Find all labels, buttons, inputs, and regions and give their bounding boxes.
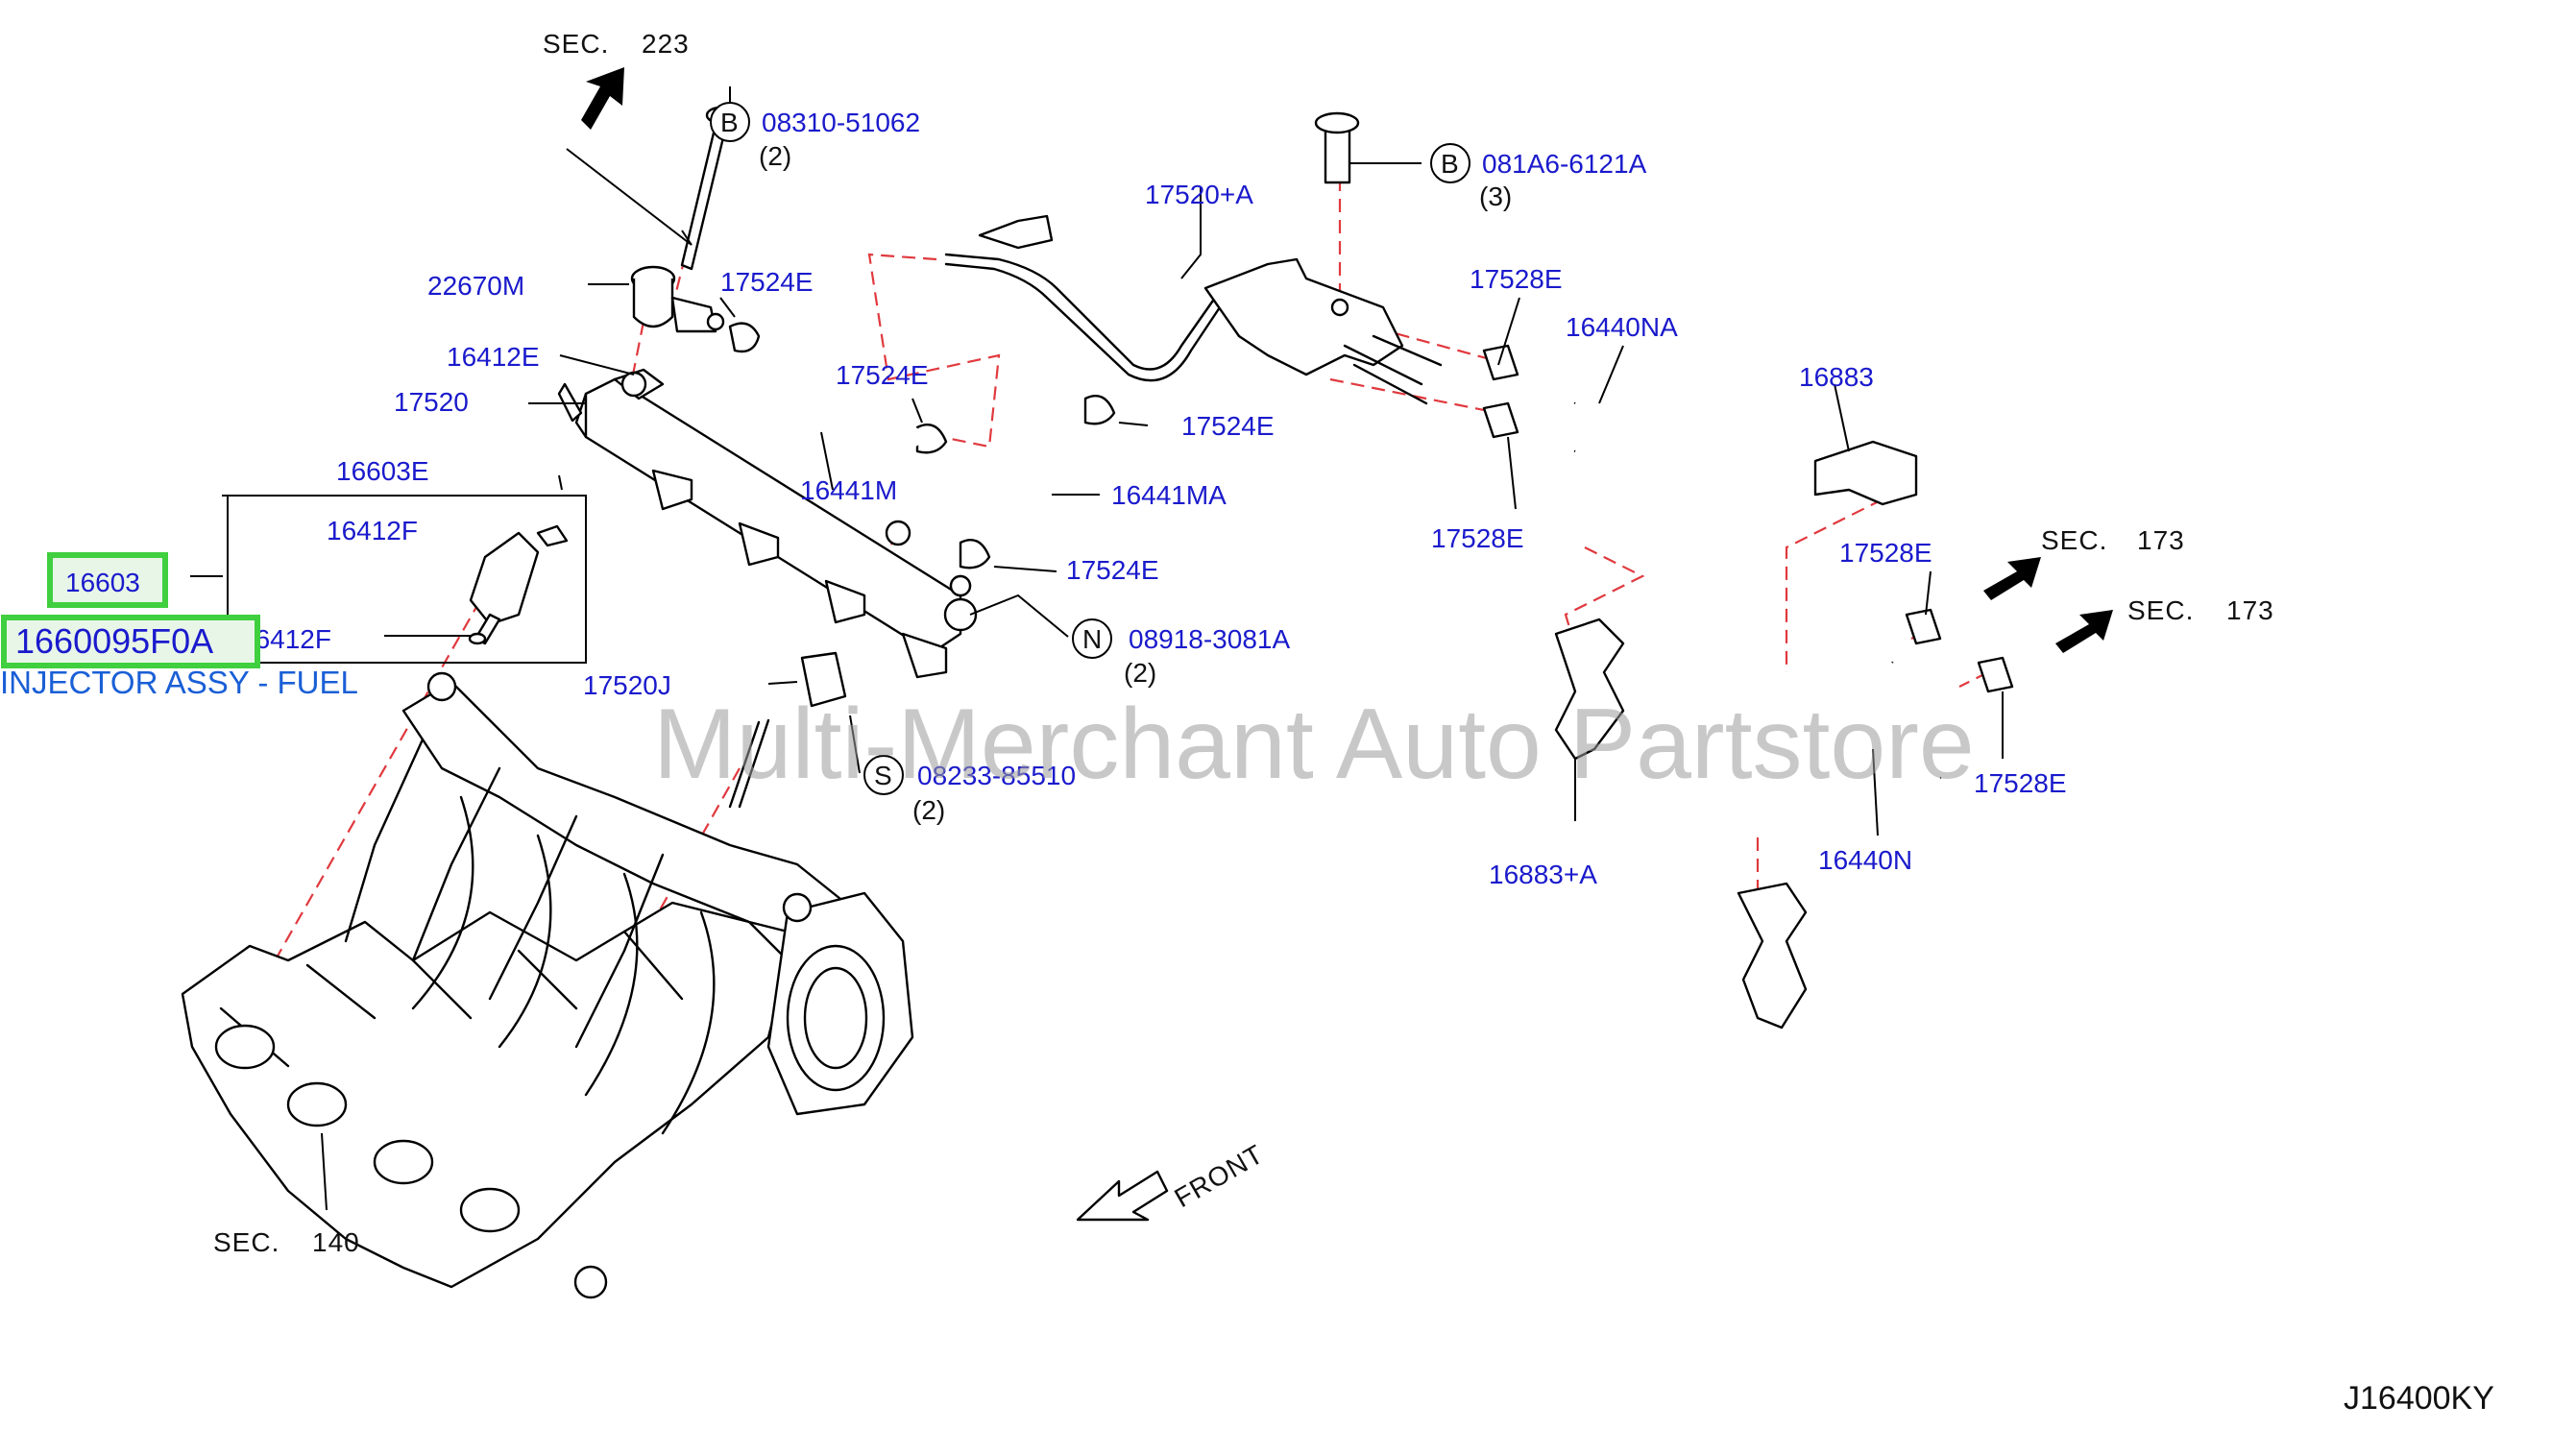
part-label-16412F-1[interactable]: 16412F (327, 516, 418, 545)
injector-part-name[interactable]: INJECTOR ASSY - FUEL (0, 665, 358, 700)
fastener-qty-3: (2) (1124, 658, 1156, 688)
part-label-17528E-1[interactable]: 17528E (1470, 264, 1563, 294)
hose-clamps-17524E (728, 322, 1116, 570)
part-label-17520[interactable]: 17520 (394, 387, 469, 417)
store-watermark: Multi-Merchant Auto Partstore (653, 689, 1975, 800)
part-label-16441M[interactable]: 16441M (800, 475, 897, 505)
part-label-17528E-4[interactable]: 17528E (1974, 768, 2067, 798)
hose-clips (1554, 440, 1918, 1030)
fuel-rail (574, 368, 978, 679)
fastener-letter-4: S (874, 761, 892, 790)
part-label-16440NA[interactable]: 16440NA (1566, 312, 1678, 342)
part-label-17524E-1[interactable]: 17524E (720, 267, 814, 297)
injector-part-number[interactable]: 1660095F0A (15, 621, 213, 661)
part-label-16412E[interactable]: 16412E (447, 342, 540, 372)
fuel-tube-and-bracket (944, 111, 1443, 405)
part-label-17528E-3[interactable]: 17528E (1839, 538, 1932, 568)
fastener-part-4[interactable]: 08233-85510 (917, 761, 1076, 790)
fastener-qty-1: (2) (759, 141, 791, 171)
part-label-16440N[interactable]: 16440N (1818, 845, 1912, 875)
part-label-16883-A[interactable]: 16883+A (1489, 860, 1597, 889)
fastener-part-1[interactable]: 08310-51062 (762, 108, 920, 137)
group-part-highlight-box (47, 552, 168, 608)
fuel-hoses (777, 369, 1944, 840)
hose-clamps-17528E (1482, 344, 2014, 693)
part-label-17528E-2[interactable]: 17528E (1431, 523, 1524, 553)
part-label-22670M[interactable]: 22670M (427, 271, 524, 301)
sec-173a-number[interactable]: 173 (2137, 525, 2185, 555)
fastener-circle-2 (1430, 143, 1470, 183)
part-labels: 22670M 17524E 16412E 17520 17524E 16441M… (240, 180, 2067, 889)
front-direction-label: FRONT (1170, 1139, 1269, 1214)
fastener-part-2[interactable]: 081A6-6121A (1482, 149, 1647, 179)
section-arrows (581, 67, 2113, 1222)
diagram-code: J16400KY (2344, 1380, 2494, 1417)
part-label-17524E-3[interactable]: 17524E (1181, 411, 1275, 441)
part-label-16603E[interactable]: 16603E (336, 456, 429, 486)
leader-lines (190, 86, 2004, 1211)
part-label-16883[interactable]: 16883 (1799, 362, 1874, 392)
part-label-17520-A[interactable]: 17520+A (1145, 180, 1253, 209)
sec-223-label: SEC. (543, 29, 609, 59)
part-label-17524E-4[interactable]: 17524E (1066, 555, 1159, 585)
injector-part-highlight-box (1, 615, 260, 668)
fastener-circle-4 (863, 755, 904, 795)
fastener-qty-4: (2) (912, 795, 945, 825)
fastener-letter-3: N (1082, 624, 1102, 654)
fastener-qty-2: (3) (1479, 182, 1512, 211)
part-label-17520J[interactable]: 17520J (583, 670, 671, 700)
spacer-17520J (728, 520, 972, 809)
part-label-16441MA[interactable]: 16441MA (1111, 480, 1227, 510)
fastener-circle-3 (1072, 618, 1112, 659)
pressure-regulator (630, 106, 736, 333)
sec-173b-number[interactable]: 173 (2226, 595, 2274, 625)
fastener-circle-1 (710, 102, 750, 142)
sec-173a-label: SEC. (2041, 525, 2107, 555)
sec-173b-label: SEC. (2127, 595, 2194, 625)
intake-manifold (181, 671, 914, 1299)
fastener-callouts: B 08310-51062 (2) B 081A6-6121A (3) N 08… (710, 102, 1647, 825)
fastener-part-3[interactable]: 08918-3081A (1129, 624, 1290, 654)
fastener-letter-1: B (720, 108, 739, 137)
sec-140-label: SEC. (213, 1227, 279, 1257)
fuel-injector (468, 382, 583, 645)
fastener-letter-2: B (1441, 149, 1459, 179)
highlighted-injector-callout[interactable]: 16603 1660095F0A INJECTOR ASSY - FUEL (0, 552, 358, 700)
sec-223-number[interactable]: 223 (642, 29, 690, 59)
part-label-17524E-2[interactable]: 17524E (836, 360, 929, 390)
sec-140-number[interactable]: 140 (312, 1227, 360, 1257)
group-part-number[interactable]: 16603 (65, 568, 140, 597)
